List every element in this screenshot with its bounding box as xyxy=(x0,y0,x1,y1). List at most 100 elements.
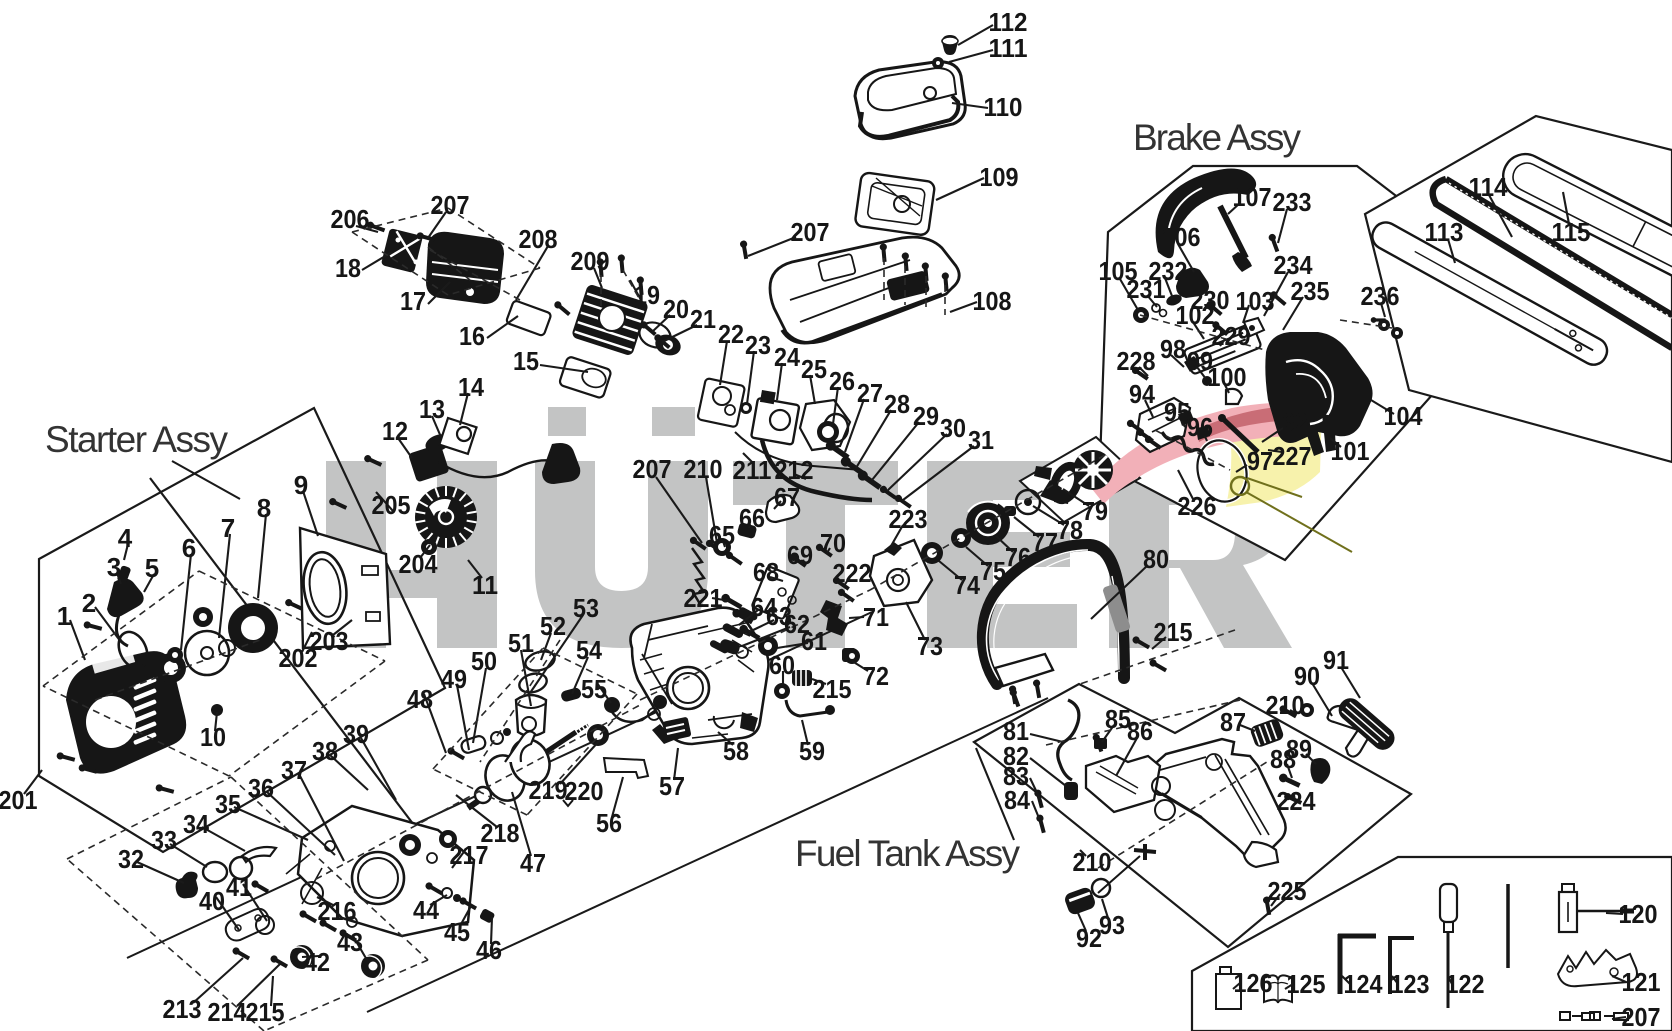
svg-text:60: 60 xyxy=(769,650,795,680)
svg-text:206: 206 xyxy=(331,204,370,234)
svg-text:126: 126 xyxy=(1234,968,1273,998)
svg-text:19: 19 xyxy=(634,280,660,310)
svg-text:75: 75 xyxy=(980,556,1006,586)
svg-text:76: 76 xyxy=(1005,542,1031,572)
svg-text:210: 210 xyxy=(684,454,723,484)
svg-text:Fuel Tank Assy: Fuel Tank Assy xyxy=(795,833,1021,874)
svg-text:223: 223 xyxy=(889,504,928,534)
svg-text:6: 6 xyxy=(182,533,196,563)
svg-text:79: 79 xyxy=(1082,496,1108,526)
svg-text:45: 45 xyxy=(444,917,470,947)
svg-text:68: 68 xyxy=(753,557,779,587)
svg-text:57: 57 xyxy=(659,771,685,801)
svg-text:108: 108 xyxy=(973,286,1012,316)
svg-text:51: 51 xyxy=(508,628,534,658)
svg-text:212: 212 xyxy=(775,455,814,485)
svg-text:201: 201 xyxy=(0,785,38,815)
svg-text:36: 36 xyxy=(248,773,274,803)
svg-text:94: 94 xyxy=(1129,379,1155,409)
svg-text:91: 91 xyxy=(1323,645,1349,675)
svg-text:80: 80 xyxy=(1143,544,1169,574)
svg-text:122: 122 xyxy=(1446,969,1485,999)
svg-text:62: 62 xyxy=(1282,407,1308,437)
svg-text:211: 211 xyxy=(733,455,772,485)
svg-text:15: 15 xyxy=(513,346,539,376)
svg-text:5: 5 xyxy=(145,553,159,583)
svg-text:28: 28 xyxy=(884,389,910,419)
svg-text:47: 47 xyxy=(520,848,546,878)
svg-text:73: 73 xyxy=(917,631,943,661)
svg-text:96: 96 xyxy=(1187,412,1213,442)
svg-text:204: 204 xyxy=(399,549,438,579)
svg-text:38: 38 xyxy=(312,736,338,766)
svg-text:11: 11 xyxy=(472,570,498,600)
svg-text:74: 74 xyxy=(954,570,980,600)
svg-text:59: 59 xyxy=(799,736,825,766)
svg-text:236: 236 xyxy=(1361,281,1400,311)
svg-text:72: 72 xyxy=(863,661,889,691)
svg-text:Brake Assy: Brake Assy xyxy=(1133,117,1302,158)
svg-text:58: 58 xyxy=(723,736,749,766)
svg-text:217: 217 xyxy=(450,840,489,870)
svg-text:215: 215 xyxy=(246,997,285,1027)
svg-text:2: 2 xyxy=(82,588,96,618)
svg-text:22: 22 xyxy=(718,319,744,349)
svg-text:34: 34 xyxy=(183,809,209,839)
svg-text:113: 113 xyxy=(1425,217,1464,247)
svg-text:1: 1 xyxy=(57,601,71,631)
svg-text:202: 202 xyxy=(279,643,318,673)
svg-text:224: 224 xyxy=(1277,786,1316,816)
svg-text:44: 44 xyxy=(413,895,439,925)
svg-text:102: 102 xyxy=(1176,300,1215,330)
svg-text:207: 207 xyxy=(431,190,470,220)
svg-text:233: 233 xyxy=(1273,187,1312,217)
svg-text:210: 210 xyxy=(1266,690,1305,720)
svg-text:97: 97 xyxy=(1247,446,1273,476)
svg-text:10: 10 xyxy=(200,722,226,752)
svg-text:207: 207 xyxy=(791,217,830,247)
svg-text:105: 105 xyxy=(1099,256,1138,286)
svg-text:93: 93 xyxy=(1099,910,1125,940)
svg-text:234: 234 xyxy=(1274,250,1313,280)
svg-text:4: 4 xyxy=(118,523,133,553)
svg-text:110: 110 xyxy=(984,92,1023,122)
svg-text:121: 121 xyxy=(1622,967,1661,997)
svg-text:42: 42 xyxy=(304,947,330,977)
svg-text:104: 104 xyxy=(1384,401,1423,431)
svg-text:84: 84 xyxy=(1004,785,1030,815)
svg-text:8: 8 xyxy=(257,493,271,523)
svg-text:90: 90 xyxy=(1294,661,1320,691)
svg-text:87: 87 xyxy=(1220,707,1246,737)
svg-text:61: 61 xyxy=(801,626,827,656)
svg-text:33: 33 xyxy=(151,825,177,855)
svg-text:209: 209 xyxy=(571,246,610,276)
svg-text:54: 54 xyxy=(576,635,602,665)
svg-text:13: 13 xyxy=(419,394,445,424)
svg-text:95: 95 xyxy=(1164,397,1190,427)
svg-text:29: 29 xyxy=(913,401,939,431)
svg-text:31: 31 xyxy=(968,425,994,455)
svg-text:208: 208 xyxy=(519,224,558,254)
svg-text:27: 27 xyxy=(857,378,883,408)
svg-text:20: 20 xyxy=(663,294,689,324)
svg-text:17: 17 xyxy=(400,286,426,316)
svg-text:55: 55 xyxy=(581,674,607,704)
svg-text:89: 89 xyxy=(1286,734,1312,764)
svg-text:98: 98 xyxy=(1160,334,1186,364)
svg-text:65: 65 xyxy=(709,520,735,550)
svg-text:86: 86 xyxy=(1127,716,1153,746)
svg-text:63: 63 xyxy=(766,601,792,631)
svg-text:32: 32 xyxy=(118,844,144,874)
svg-text:226: 226 xyxy=(1178,491,1217,521)
svg-text:100: 100 xyxy=(1208,362,1247,392)
svg-text:114: 114 xyxy=(1469,172,1508,202)
svg-text:62: 62 xyxy=(784,609,810,639)
svg-text:35: 35 xyxy=(215,789,241,819)
svg-text:207: 207 xyxy=(633,454,672,484)
svg-text:220: 220 xyxy=(565,776,604,806)
svg-text:125: 125 xyxy=(1287,969,1326,999)
svg-text:Starter Assy: Starter Assy xyxy=(45,419,229,460)
svg-text:222: 222 xyxy=(833,558,872,588)
svg-text:219: 219 xyxy=(529,775,568,805)
svg-text:115: 115 xyxy=(1552,217,1591,247)
